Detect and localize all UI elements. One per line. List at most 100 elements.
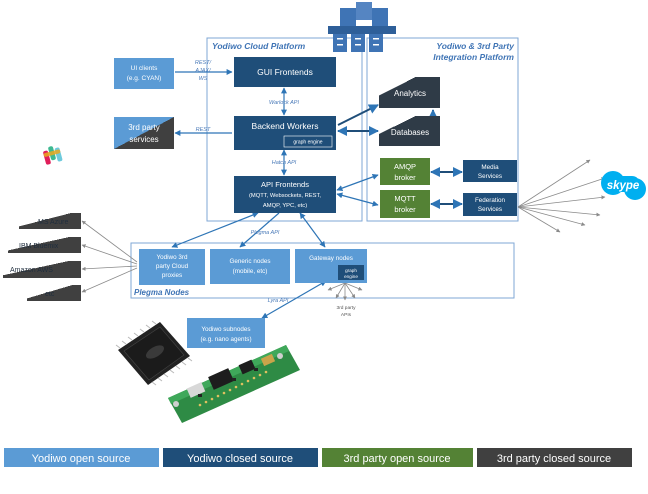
legend: Yodiwo open source Yodiwo closed source … — [4, 448, 632, 467]
gui-frontends-node[interactable]: GUI Frontends — [234, 57, 336, 87]
third-party-apis-label-2: APIs — [341, 312, 352, 318]
cloud-proxies-node[interactable]: Yodiwo 3rd party Cloud proxies — [139, 249, 205, 285]
integration-title-line-1: Yodiwo & 3rd Party — [436, 41, 515, 51]
legend-yodiwo-open-source: Yodiwo open source — [4, 448, 159, 467]
media-services-label-2: Services — [478, 173, 502, 180]
cloud-platform-title: Yodiwo Cloud Platform — [212, 41, 306, 51]
backend-to-analytics-connector — [337, 104, 379, 126]
api-to-generic-connector — [239, 212, 280, 248]
amazon-aws-label: Amazon AWS — [10, 267, 53, 274]
api-to-proxies-connector — [171, 212, 259, 248]
media-services-node[interactable]: Media Services — [463, 160, 517, 182]
federation-services-node[interactable]: Federation Services — [463, 193, 517, 216]
proxy-to-bluemix-connector — [81, 244, 138, 265]
microchip-image — [115, 320, 193, 386]
third-party-services-label-1: 3rd party — [128, 123, 160, 132]
cloud-proxies-label-1: Yodiwo 3rd — [157, 254, 188, 261]
gateway-3rd-party-api-4 — [344, 282, 363, 291]
amqp-broker-node[interactable]: AMQP broker — [380, 158, 430, 185]
circuit-board-image — [168, 345, 300, 423]
backend-workers-label: Backend Workers — [252, 121, 319, 131]
api-frontends-node[interactable]: API Frontends (MQTT, Websockets, REST, A… — [234, 176, 336, 213]
api-to-mqtt-connector — [336, 192, 379, 207]
cloud-proxies-label-3: proxies — [162, 272, 182, 279]
legend-third-party-closed-source: 3rd party closed source — [477, 448, 632, 467]
federation-to-skype-6 — [517, 206, 561, 233]
gateway-3rd-party-api-3 — [344, 282, 356, 299]
legend-label-yodiwo-closed: Yodiwo closed source — [187, 453, 293, 465]
hatch-api-label: Hatch API — [272, 160, 297, 166]
ms-azure-node[interactable]: MS Azure — [19, 213, 81, 229]
server-cluster-icon — [328, 2, 396, 52]
gateway-graph-engine-label-2: engine — [344, 274, 358, 279]
mqtt-broker-node[interactable]: MQTT broker — [380, 190, 430, 218]
proxy-to-aws-connector — [81, 265, 138, 271]
gateway-nodes-label: Gateway nodes — [309, 255, 353, 262]
gateway-3rd-party-api-5 — [327, 282, 346, 291]
federation-to-skype-4 — [517, 206, 601, 217]
backend-workers-node[interactable]: Backend Workers graph engine — [234, 116, 336, 150]
proxy-to-etc-connector — [81, 267, 138, 293]
rest-ajax-ws-label-2: AJAX/ — [194, 68, 211, 74]
subnodes-label-1: Yodiwo subnodes — [201, 326, 250, 333]
generic-nodes-label-1: Generic nodes — [230, 258, 271, 265]
mqtt-broker-label-2: broker — [394, 205, 416, 214]
subnodes-label-2: (e.g. nano agents) — [200, 336, 251, 343]
ui-clients-label-1: UI clients — [131, 65, 158, 72]
proxy-to-azure-connector — [81, 220, 138, 263]
federation-services-label-1: Federation — [475, 197, 506, 204]
amqp-broker-label-2: broker — [394, 173, 416, 182]
mqtt-broker-label-1: MQTT — [394, 194, 416, 203]
skype-logo-text: skype — [607, 180, 640, 192]
plegma-api-label: Plegma API — [251, 230, 280, 236]
legend-yodiwo-closed-source: Yodiwo closed source — [163, 448, 318, 467]
warlock-api-label: Warlock API — [269, 100, 299, 106]
media-services-label-1: Media — [481, 164, 499, 171]
cloud-proxies-label-2: party Cloud — [156, 263, 189, 270]
generic-nodes-label-2: (mobile, etc) — [233, 268, 268, 275]
legend-third-party-open-source: 3rd party open source — [322, 448, 473, 467]
ibm-bluemix-node[interactable]: IBM Bluemix — [8, 237, 81, 253]
third-party-apis-label-1: 3rd party — [337, 305, 357, 311]
federation-to-skype-3 — [517, 195, 606, 208]
gateway-graph-engine-label-1: graph — [345, 268, 357, 273]
gateway-to-subnodes-connector — [261, 280, 327, 319]
gui-frontends-label: GUI Frontends — [257, 67, 313, 77]
connectors — [81, 69, 606, 319]
third-party-services-node[interactable]: 3rd party services — [114, 117, 174, 149]
legend-label-yodiwo-open: Yodiwo open source — [32, 453, 131, 465]
plegma-title: Plegma Nodes — [134, 288, 190, 297]
etc-node[interactable]: etc — [27, 285, 81, 301]
gateway-nodes-node[interactable]: Gateway nodes graph engine — [295, 249, 367, 283]
integration-title-line-2: Integration Platform — [433, 52, 514, 62]
rest-ajax-ws-label-1: REST/ — [195, 60, 212, 66]
ms-azure-label: MS Azure — [38, 219, 68, 226]
rest-label: REST — [196, 127, 211, 133]
api-to-gateway-connector — [299, 212, 326, 248]
skype-logo-icon: skype — [601, 171, 646, 200]
ui-clients-label-2: (e.g. CYAN) — [127, 75, 162, 82]
ibm-bluemix-label: IBM Bluemix — [19, 243, 59, 250]
slack-logo-icon — [43, 146, 63, 165]
federation-to-skype-5 — [517, 206, 586, 226]
rest-ajax-ws-label-3: WS — [199, 76, 208, 82]
analytics-node[interactable]: Analytics — [379, 77, 440, 108]
lyra-api-label: Lyra API — [268, 298, 289, 304]
etc-label: etc — [45, 291, 55, 298]
generic-nodes-node[interactable]: Generic nodes (mobile, etc) — [210, 249, 290, 284]
api-frontends-label-1: API Frontends — [261, 180, 309, 189]
ui-clients-node[interactable]: UI clients (e.g. CYAN) — [114, 58, 174, 89]
subnodes-node[interactable]: Yodiwo subnodes (e.g. nano agents) — [187, 318, 265, 348]
legend-label-third-party-closed: 3rd party closed source — [497, 453, 611, 465]
third-party-services-label-2: services — [129, 135, 158, 144]
api-frontends-label-2: (MQTT, Websockets, REST, — [249, 193, 321, 199]
federation-to-skype-2 — [517, 177, 606, 208]
amqp-broker-label-1: AMQP — [394, 162, 416, 171]
api-labels: REST/ AJAX/ WS REST Warlock API Hatch AP… — [194, 60, 356, 318]
api-to-amqp-connector — [336, 174, 379, 191]
amazon-aws-node[interactable]: Amazon AWS — [3, 261, 81, 278]
gateway-3rd-party-api-1 — [335, 282, 346, 299]
databases-node[interactable]: Databases — [379, 116, 440, 146]
legend-label-third-party-open: 3rd party open source — [343, 453, 450, 465]
